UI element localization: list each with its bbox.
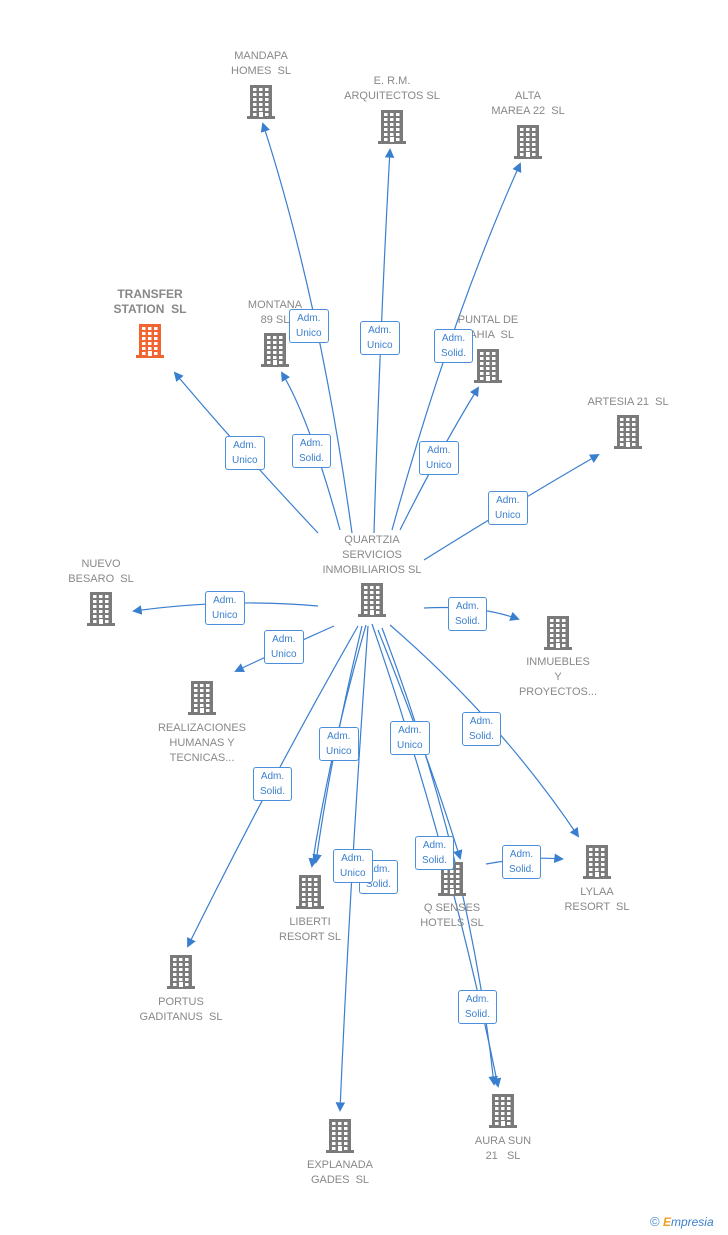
node-label-line: MAREA 22 SL: [491, 105, 565, 117]
building-icon[interactable]: [612, 414, 644, 450]
node-label-mandapa[interactable]: MANDAPA HOMES SL: [191, 49, 331, 79]
node-label-line: QUARTZIA: [344, 534, 400, 546]
edge-label-altamarea[interactable]: Adm. Unico: [419, 441, 459, 475]
edge-label-inmuebles[interactable]: Adm. Solid.: [448, 597, 488, 631]
node-label-line: HUMANAS Y: [169, 737, 235, 749]
building-icon[interactable]: [376, 109, 408, 145]
building-icon[interactable]: [165, 954, 197, 990]
node-label-line: 89 SL: [260, 314, 290, 326]
edge-label-erm[interactable]: Adm. Unico: [360, 321, 400, 355]
brand-rest: mpresia: [670, 1215, 714, 1229]
building-icon[interactable]: [512, 124, 544, 160]
edge-label-nuevo[interactable]: Adm. Unico: [205, 591, 245, 625]
edge-label-montana[interactable]: Adm. Solid.: [292, 434, 332, 468]
node-label-line: LIBERTI: [289, 916, 331, 928]
building-icon[interactable]: [245, 84, 277, 120]
node-label-explanada[interactable]: EXPLANADA GADES SL: [270, 1158, 410, 1188]
node-label-line: HOMES SL: [231, 65, 291, 77]
node-label-nuevo[interactable]: NUEVO BESARO SL: [31, 557, 171, 587]
footer-brand: © Empresia: [650, 1214, 714, 1229]
edge-label-explanada[interactable]: Adm. Unico: [333, 849, 373, 883]
node-label-line: HOTELS SL: [420, 917, 484, 929]
node-label-line: STATION SL: [113, 302, 187, 316]
node-label-line: ARTESIA 21 SL: [587, 396, 669, 408]
edge-label-aurasun[interactable]: Adm. Solid.: [458, 990, 498, 1024]
node-label-qsenses[interactable]: Q SENSES HOTELS SL: [382, 901, 522, 931]
node-label-quartzia[interactable]: QUARTZIA SERVICIOS INMOBILIARIOS SL: [302, 533, 442, 578]
node-label-line: TECNICAS...: [169, 752, 235, 764]
node-label-montana[interactable]: MONTANA 89 SL: [205, 298, 345, 328]
node-label-line: 21 SL: [485, 1150, 521, 1162]
building-icon[interactable]: [542, 615, 574, 651]
node-label-line: INMOBILIARIOS SL: [322, 564, 422, 576]
node-label-artesia[interactable]: ARTESIA 21 SL: [558, 395, 698, 410]
node-label-realizaciones[interactable]: REALIZACIONES HUMANAS Y TECNICAS...: [132, 721, 272, 766]
node-label-line: TRANSFER: [117, 287, 183, 301]
building-icon[interactable]: [186, 680, 218, 716]
node-label-line: PUNTAL DE: [457, 314, 519, 326]
node-label-line: RESORT SL: [564, 901, 630, 913]
edge-label-realizaciones[interactable]: Adm. Unico: [264, 630, 304, 664]
building-icon[interactable]: [85, 591, 117, 627]
building-icon[interactable]: [294, 874, 326, 910]
edge-label-transfer[interactable]: Adm. Unico: [225, 436, 265, 470]
node-label-portus[interactable]: PORTUS GADITANUS SL: [111, 995, 251, 1025]
copyright-icon: ©: [650, 1214, 660, 1229]
edge-label-qsenses-unico[interactable]: Adm. Unico: [390, 721, 430, 755]
node-label-line: RESORT SL: [279, 931, 341, 943]
building-icon[interactable]: [472, 348, 504, 384]
node-label-line: MANDAPA: [234, 50, 288, 62]
node-label-line: REALIZACIONES: [157, 722, 247, 734]
node-label-line: SERVICIOS: [342, 549, 402, 561]
building-icon[interactable]: [581, 844, 613, 880]
edge-label-qsenses-solid[interactable]: Adm. Solid.: [415, 836, 455, 870]
building-icon[interactable]: [134, 323, 166, 359]
brand-logo: Empresia: [663, 1215, 714, 1229]
node-label-altamarea[interactable]: ALTA MAREA 22 SL: [458, 89, 598, 119]
node-label-line: LYLAA: [580, 886, 614, 898]
node-label-line: PORTUS: [158, 996, 204, 1008]
edge-label-puntal[interactable]: Adm. Solid.: [434, 329, 474, 363]
node-label-line: GADES SL: [310, 1174, 370, 1186]
edge-label-portus[interactable]: Adm. Solid.: [253, 767, 293, 801]
brand-initial: E: [662, 1215, 671, 1229]
node-label-inmuebles[interactable]: INMUEBLES Y PROYECTOS...: [488, 655, 628, 700]
node-label-line: Y: [554, 671, 562, 683]
node-label-line: E. R.M.: [373, 75, 411, 87]
node-label-line: ALTA: [515, 90, 541, 102]
node-label-line: AURA SUN: [474, 1135, 532, 1147]
node-label-line: GADITANUS SL: [139, 1011, 223, 1023]
node-label-liberti[interactable]: LIBERTI RESORT SL: [240, 915, 380, 945]
node-label-line: Q SENSES: [423, 902, 481, 914]
building-icon[interactable]: [324, 1118, 356, 1154]
edge-label-artesia[interactable]: Adm. Unico: [488, 491, 528, 525]
node-label-line: PROYECTOS...: [518, 686, 598, 698]
edge-label-liberti-unico[interactable]: Adm. Unico: [319, 727, 359, 761]
edge-label-lylaa[interactable]: Adm. Solid.: [462, 712, 502, 746]
node-label-lylaa[interactable]: LYLAA RESORT SL: [527, 885, 667, 915]
edge-label-mandapa[interactable]: Adm. Unico: [289, 309, 329, 343]
building-icon[interactable]: [487, 1093, 519, 1129]
building-icon[interactable]: [436, 861, 468, 897]
node-label-line: MONTANA: [247, 299, 303, 311]
building-icon[interactable]: [259, 332, 291, 368]
node-label-erm[interactable]: E. R.M. ARQUITECTOS SL: [322, 74, 462, 104]
node-label-aurasun[interactable]: AURA SUN 21 SL: [433, 1134, 573, 1164]
node-label-line: NUEVO: [81, 558, 121, 570]
node-label-line: BESARO SL: [68, 573, 134, 585]
edge-label-qsenses-lylaa[interactable]: Adm. Solid.: [502, 845, 542, 879]
node-label-line: EXPLANADA: [306, 1159, 374, 1171]
node-label-line: INMUEBLES: [526, 656, 590, 668]
building-icon[interactable]: [356, 582, 388, 618]
node-label-line: ARQUITECTOS SL: [344, 90, 440, 102]
